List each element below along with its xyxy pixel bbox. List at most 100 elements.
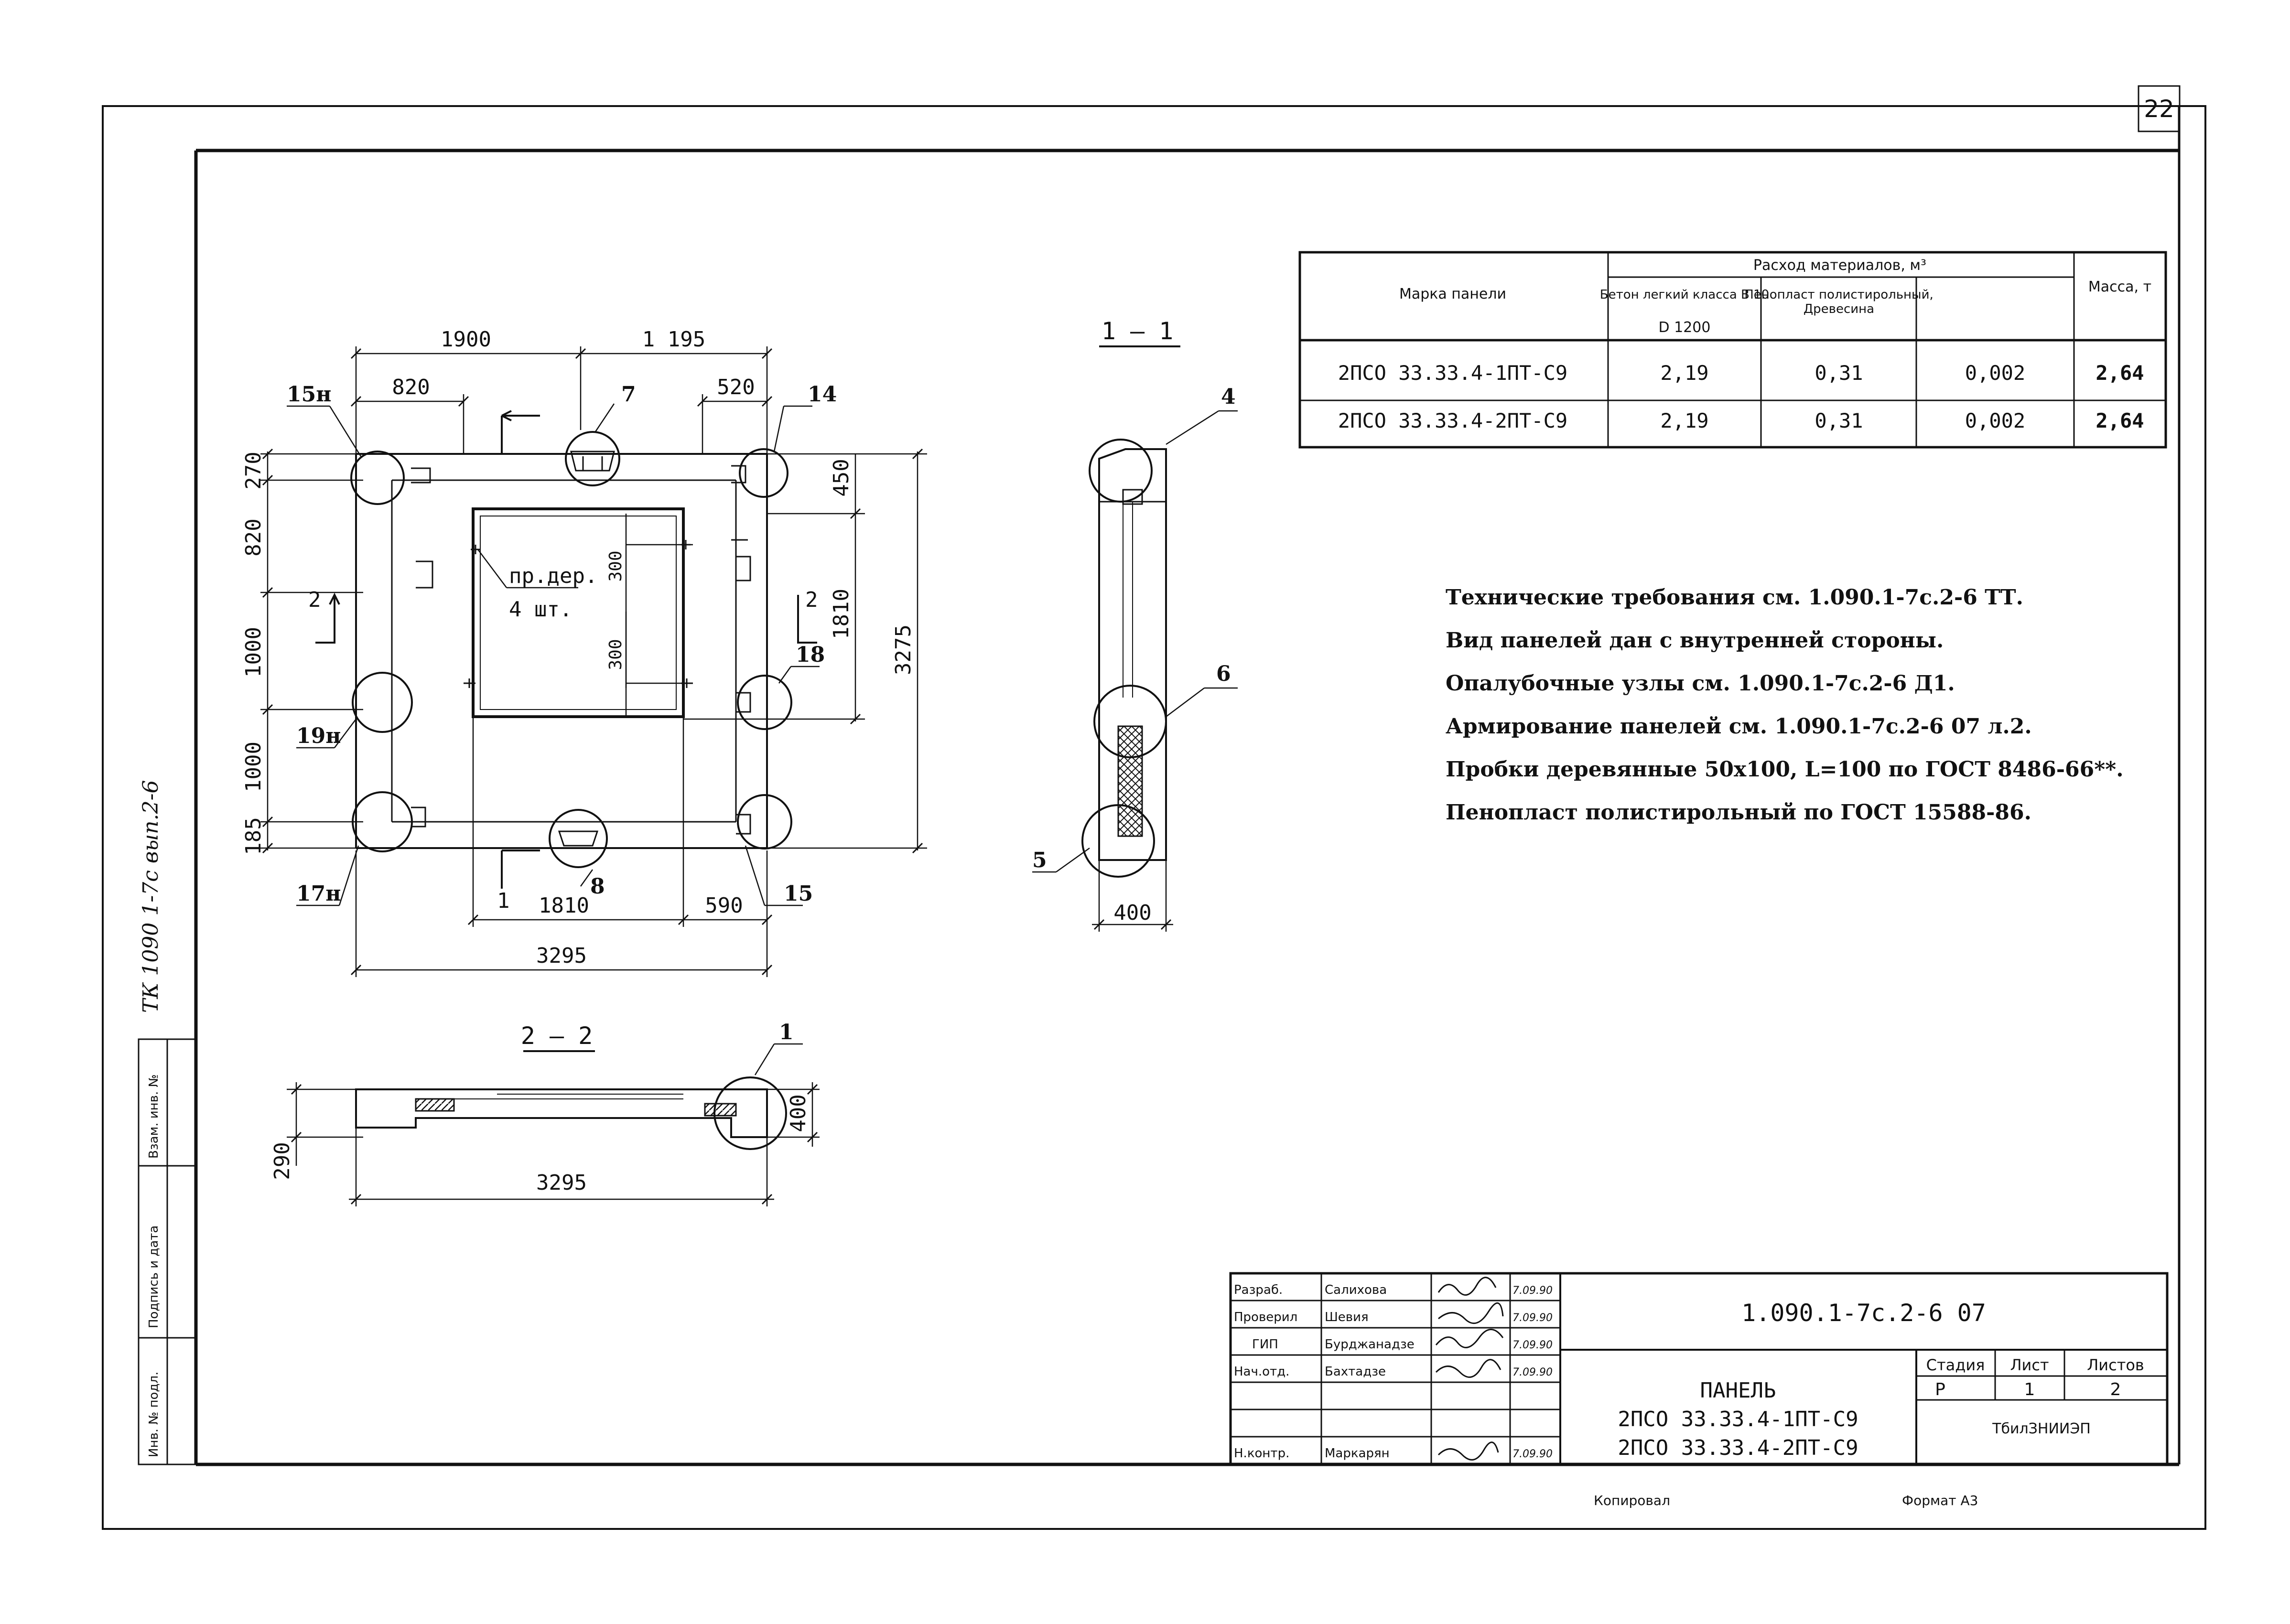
copied-by: Копировал (1594, 1493, 1670, 1508)
row-foam: 0,31 (1815, 361, 1863, 385)
section-1-callout-5: 5 (1032, 848, 1047, 872)
note-line: Пробки деревянные 50х100, L=100 по ГОСТ … (1446, 757, 2124, 782)
section-mark-2-left: 2 (308, 588, 321, 612)
dim-590: 590 (705, 893, 743, 918)
stage-label: Стадия (1926, 1356, 1985, 1374)
section-2-dim-400: 400 (786, 1094, 810, 1132)
dim-1000-a: 1000 (241, 627, 266, 678)
section-2-dim-290: 290 (270, 1142, 294, 1180)
dim-1810-v: 1810 (829, 589, 853, 639)
dim-300-a: 300 (606, 550, 626, 581)
date-1: 7.09.90 (1512, 1285, 1553, 1297)
callout-15n: 15н (287, 382, 331, 407)
col-foam: Пенопласт полистирольный, (1744, 288, 1934, 302)
title-block: Разраб. Проверил ГИП Нач.отд. Н.контр. С… (1229, 1272, 2169, 1466)
dim-1000-b: 1000 (241, 742, 266, 792)
section-mark-2-right: 2 (805, 588, 818, 612)
name-1: Салихова (1325, 1283, 1387, 1297)
side-label-replace: Взам. инв. № (147, 1074, 161, 1159)
dim-185: 185 (241, 817, 266, 855)
doc-title-3: 2ПСО 33.33.4-2ПТ-С9 (1618, 1436, 1858, 1460)
foam-insert (1117, 725, 1143, 837)
date-3: 7.09.90 (1512, 1339, 1553, 1351)
date-2: 7.09.90 (1512, 1312, 1553, 1324)
signatures (1435, 1277, 1504, 1461)
callout-17n: 17н (296, 882, 341, 906)
note-line: Пенопласт полистирольный по ГОСТ 15588-8… (1446, 800, 2031, 825)
table-row: 2ПСО 33.33.4-2ПТ-С9 2,19 0,31 0,002 2,64 (1338, 409, 2144, 432)
row-foam: 0,31 (1815, 409, 1863, 432)
panel-elevation: 1900 1 195 820 520 270 820 1000 1000 185… (241, 327, 927, 977)
section-1-dim: 400 (1113, 901, 1151, 925)
row-wood: 0,002 (1965, 409, 2025, 432)
foam-insert-right (704, 1103, 737, 1117)
role-checked: Проверил (1234, 1310, 1297, 1324)
dim-300-b: 300 (606, 639, 626, 670)
callout-8: 8 (590, 874, 605, 899)
role-head: Нач.отд. (1234, 1365, 1289, 1379)
name-3: Бурджанадзе (1325, 1337, 1415, 1352)
doc-title: ПАНЕЛЬ (1700, 1378, 1776, 1403)
section-2-title: 2 – 2 (521, 1022, 593, 1050)
stage-value: Р (1935, 1380, 1945, 1399)
section-2-callout: 1 (779, 1020, 794, 1044)
row-mark: 2ПСО 33.33.4-1ПТ-С9 (1338, 361, 1567, 385)
note-line: Опалубочные узлы см. 1.090.1-7с.2-6 Д1. (1446, 671, 1955, 696)
dim-1900: 1900 (441, 327, 491, 352)
name-4: Бахтадзе (1325, 1365, 1386, 1379)
doc-code: 1.090.1-7с.2-6 07 (1741, 1299, 1986, 1327)
name-2: Шевия (1325, 1310, 1369, 1324)
section-1-1: 1 – 1 400 4 6 5 (1032, 317, 1238, 932)
dim-450: 450 (829, 459, 853, 496)
row-mass: 2,64 (2096, 409, 2144, 432)
side-label-inv: Инв. № подл. (147, 1372, 161, 1457)
col-materials: Расход материалов, м³ (1753, 257, 1926, 274)
sheets-label: Листов (2087, 1356, 2144, 1374)
table-row: 2ПСО 33.33.4-1ПТ-С9 2,19 0,31 0,002 2,64 (1338, 361, 2144, 385)
opening-note-2: 4 шт. (509, 597, 572, 622)
left-margin-block: Инв. № подл. Подпись и дата Взам. инв. №… (138, 780, 197, 1465)
note-line: Вид панелей дан с внутренней стороны. (1446, 628, 1944, 653)
col-concrete: Бетон легкий класса В 10 (1600, 288, 1769, 302)
role-gip: ГИП (1252, 1337, 1278, 1352)
dim-3295: 3295 (536, 944, 587, 968)
sheet-label: Лист (2010, 1356, 2049, 1374)
col-mark: Марка панели (1399, 286, 1506, 302)
callout-18: 18 (796, 643, 825, 667)
callout-7: 7 (621, 382, 636, 407)
note-line: Армирование панелей см. 1.090.1-7с.2-6 0… (1446, 714, 2032, 739)
doc-title-2: 2ПСО 33.33.4-1ПТ-С9 (1618, 1407, 1858, 1431)
note-line: Технические требования см. 1.090.1-7с.2-… (1446, 585, 2023, 610)
row-wood: 0,002 (1965, 361, 2025, 385)
section-mark-1: 1 (497, 889, 510, 913)
sheets-value: 2 (2110, 1380, 2121, 1399)
date-7: 7.09.90 (1512, 1448, 1553, 1460)
section-2-2: 2 – 2 290 400 3295 1 (270, 1020, 820, 1206)
callout-14: 14 (808, 382, 837, 407)
foam-insert-left (415, 1098, 455, 1112)
dim-820-top: 820 (392, 375, 430, 399)
page-number: 22 (2144, 95, 2174, 123)
date-4: 7.09.90 (1512, 1366, 1553, 1378)
section-1-callout-6: 6 (1216, 662, 1231, 686)
page-number-box (2138, 85, 2181, 132)
dim-1810-h: 1810 (539, 893, 589, 918)
dim-520: 520 (717, 375, 755, 399)
side-stamp: ТК 1090 1-7с вып.2-6 (139, 780, 163, 1013)
dim-1195: 1 195 (642, 327, 705, 352)
technical-notes: Технические требования см. 1.090.1-7с.2-… (1446, 585, 2124, 825)
dim-3275: 3275 (891, 624, 916, 675)
organization: ТбилЗНИИЭП (1992, 1420, 2091, 1437)
callout-19n: 19н (296, 724, 341, 748)
row-concrete: 2,19 (1660, 361, 1708, 385)
sheet-value: 1 (2024, 1380, 2035, 1399)
side-label-sign: Подпись и дата (147, 1226, 161, 1328)
materials-table: Марка панели Расход материалов, м³ Бетон… (1298, 251, 2167, 449)
dim-270: 270 (241, 452, 266, 489)
role-norm: Н.контр. (1234, 1446, 1289, 1461)
row-mark: 2ПСО 33.33.4-2ПТ-С9 (1338, 409, 1567, 432)
col-mass: Масса, т (2088, 279, 2151, 295)
row-mass: 2,64 (2096, 361, 2144, 385)
col-wood: Древесина (1804, 302, 1874, 316)
